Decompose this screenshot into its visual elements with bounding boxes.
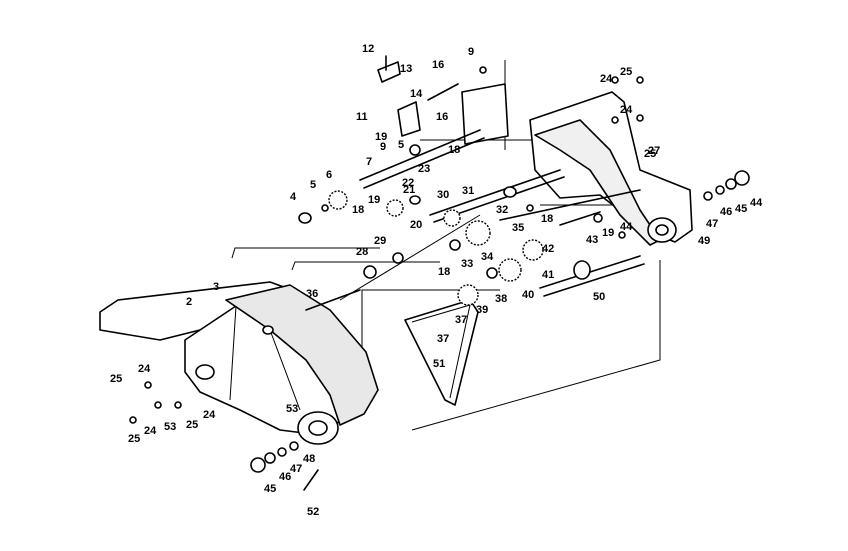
callout-27: 27 <box>648 145 660 157</box>
callout-23: 23 <box>418 163 430 175</box>
callout-11: 11 <box>356 111 368 123</box>
callout-12: 12 <box>362 43 374 55</box>
callout-34: 34 <box>481 251 494 263</box>
callout-36: 36 <box>306 288 318 300</box>
callout-24: 24 <box>620 104 633 116</box>
callout-41: 41 <box>542 269 554 281</box>
callout-5: 5 <box>310 179 316 191</box>
callout-31: 31 <box>462 185 474 197</box>
callout-24: 24 <box>144 425 157 437</box>
callout-4: 4 <box>290 191 297 203</box>
callout-47: 47 <box>290 463 302 475</box>
drive-chain <box>404 299 479 406</box>
callout-49: 49 <box>698 235 710 247</box>
callout-6: 6 <box>326 169 332 181</box>
callout-44: 44 <box>620 221 633 233</box>
callout-25: 25 <box>110 373 122 385</box>
callout-16: 16 <box>436 111 448 123</box>
callout-46: 46 <box>279 471 291 483</box>
callout-14: 14 <box>410 88 423 100</box>
callout-19: 19 <box>375 131 387 143</box>
callout-20: 20 <box>410 219 422 231</box>
callout-25: 25 <box>128 433 140 445</box>
callout-25: 25 <box>620 66 632 78</box>
callout-35: 35 <box>512 222 524 234</box>
hardware-parts <box>129 55 750 491</box>
callout-16: 16 <box>432 59 444 71</box>
callout-18: 18 <box>448 144 460 156</box>
callout-9: 9 <box>380 141 386 153</box>
callout-7: 7 <box>366 156 372 168</box>
callout-30: 30 <box>437 189 449 201</box>
callout-24: 24 <box>138 363 151 375</box>
callout-39: 39 <box>476 304 488 316</box>
callout-5: 5 <box>398 139 404 151</box>
callout-37: 37 <box>437 333 449 345</box>
callout-50: 50 <box>593 291 605 303</box>
callout-19: 19 <box>602 227 614 239</box>
callout-19: 19 <box>368 194 380 206</box>
callout-33: 33 <box>461 258 473 270</box>
callout-24: 24 <box>203 409 216 421</box>
callout-labels: 2345567991112131416161818181819191920212… <box>110 43 763 518</box>
callout-32: 32 <box>496 204 508 216</box>
callout-9: 9 <box>468 46 474 58</box>
sprockets <box>328 190 544 306</box>
callout-52: 52 <box>307 506 319 518</box>
callout-3: 3 <box>213 281 219 293</box>
callout-45: 45 <box>735 203 747 215</box>
callout-28: 28 <box>356 246 368 258</box>
callout-38: 38 <box>495 293 507 305</box>
callout-53: 53 <box>286 403 298 415</box>
callout-53: 53 <box>164 421 176 433</box>
callout-29: 29 <box>374 235 386 247</box>
callout-18: 18 <box>438 266 450 278</box>
callout-47: 47 <box>706 218 718 230</box>
callout-45: 45 <box>264 483 276 495</box>
right-chain-case <box>461 83 693 246</box>
callout-25: 25 <box>186 419 198 431</box>
callout-42: 42 <box>542 243 554 255</box>
callout-21: 21 <box>403 184 415 196</box>
callout-37: 37 <box>455 314 467 326</box>
callout-48: 48 <box>303 453 315 465</box>
callout-25: 25 <box>644 148 656 160</box>
callout-24: 24 <box>600 73 613 85</box>
callout-44: 44 <box>750 197 763 209</box>
callout-40: 40 <box>522 289 534 301</box>
callout-43: 43 <box>586 234 598 246</box>
callout-22: 22 <box>402 177 414 189</box>
callout-13: 13 <box>400 63 412 75</box>
callout-18: 18 <box>541 213 553 225</box>
callout-51: 51 <box>433 358 445 370</box>
left-chain-case <box>99 281 379 445</box>
callout-2: 2 <box>186 296 192 308</box>
callout-18: 18 <box>352 204 364 216</box>
callout-46: 46 <box>720 206 732 218</box>
